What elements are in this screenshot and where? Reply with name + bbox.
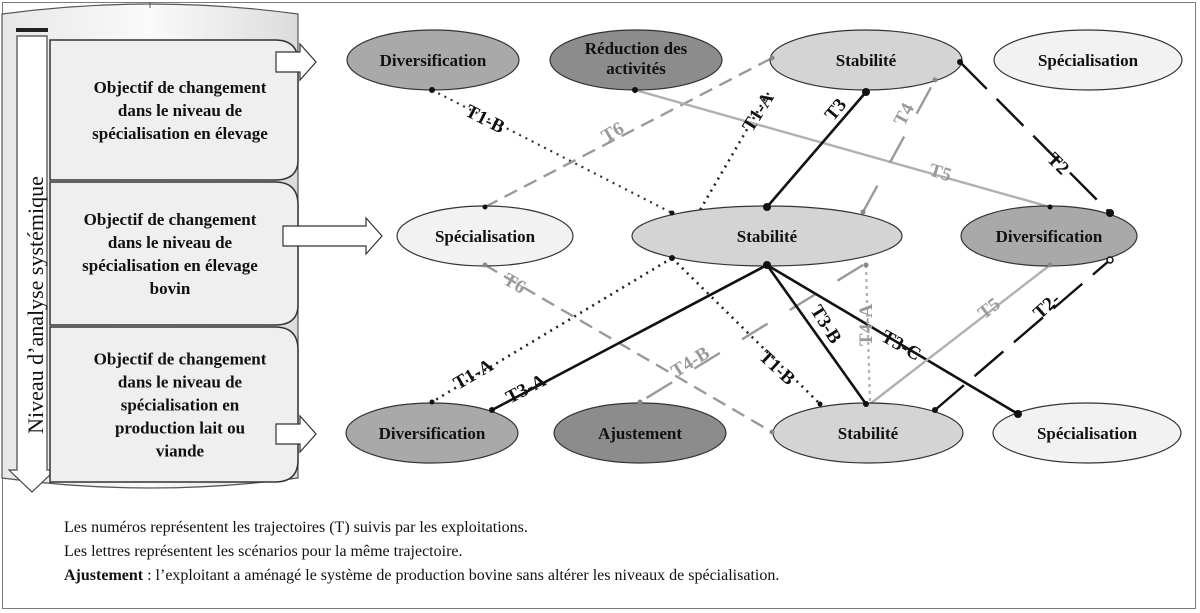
level-arrow-production xyxy=(275,414,317,454)
legend-line-trajectories: Les numéros représentent les trajectoire… xyxy=(64,519,528,536)
svg-text:Spécialisation: Spécialisation xyxy=(1037,424,1138,443)
text-line: Stabilité xyxy=(737,227,798,246)
node-r2-specialisation: Spécialisation xyxy=(396,205,574,267)
level-arrow-bovin xyxy=(282,216,383,256)
text-line: viande xyxy=(156,442,205,461)
t2-bottom-line xyxy=(934,259,1111,411)
legend-ajustement-definition: : l’exploitant a aménagé le système de p… xyxy=(143,567,780,584)
node-r1-diversification: Diversification xyxy=(346,29,520,91)
text-line: spécialisation en xyxy=(121,396,240,415)
level-text-elevage: Objectif de changement dans le niveau de s… xyxy=(92,78,268,143)
text-line: dans le niveau de xyxy=(118,101,243,120)
level-box-elevage xyxy=(49,39,299,181)
svg-text:Stabilité: Stabilité xyxy=(737,227,798,246)
t4b-bottom-line xyxy=(639,263,864,404)
t1b-bottom-line xyxy=(671,257,821,405)
svg-text:Ajustement: Ajustement xyxy=(598,424,682,443)
t4-top-line xyxy=(861,79,937,213)
label-t3-top: T3 xyxy=(821,95,851,125)
systemic-axis-arrow xyxy=(7,28,57,493)
text-line: production lait ou xyxy=(115,419,245,438)
t6-top-line xyxy=(484,56,773,209)
label-t4a-bottom: T4-A xyxy=(856,304,877,347)
text-line: Spécialisation xyxy=(1037,424,1138,443)
label-t5-top: T5 xyxy=(927,160,954,187)
t3-top-line xyxy=(766,91,867,208)
axis-label: Niveau d’analyse systémique xyxy=(23,176,48,434)
node-r2-stabilite: Stabilité xyxy=(631,205,903,267)
label-t6-bottom: T6 xyxy=(500,269,530,298)
text-line: Objectif de changement xyxy=(94,350,267,369)
node-r3-stabilite: Stabilité xyxy=(772,402,964,464)
text-line: Stabilité xyxy=(838,424,899,443)
label-t4-top: T4 xyxy=(890,99,919,129)
level-text-production: Objectif de changement dans le niveau de s… xyxy=(94,350,267,461)
label-t1b-bottom: T1-B xyxy=(755,346,800,390)
legend-ajustement-term: Ajustement xyxy=(64,567,144,584)
text-line: Réduction des xyxy=(585,39,688,58)
text-line: spécialisation en élevage xyxy=(92,124,268,143)
text-line: Spécialisation xyxy=(435,227,536,246)
label-t3a-bottom: T3-A xyxy=(502,370,549,408)
t2-top-line xyxy=(959,61,1111,214)
label-t3c-bottom: T3-C xyxy=(878,326,925,365)
label-t1b-top: T1-B xyxy=(462,101,509,139)
node-r3-diversification: Diversification xyxy=(345,402,519,464)
text-line: Diversification xyxy=(996,227,1103,246)
t1a-top-line xyxy=(670,89,772,259)
t5-bottom-line xyxy=(869,264,1051,405)
label-t6-top: T6 xyxy=(598,118,628,147)
node-r3-specialisation: Spécialisation xyxy=(992,402,1182,464)
legend-line-scenarios: Les lettres représentent les scénarios p… xyxy=(64,543,463,560)
text-line: Stabilité xyxy=(836,51,897,70)
t5-top-line xyxy=(634,88,1051,209)
svg-text:Spécialisation: Spécialisation xyxy=(435,227,536,246)
level-text-bovin: Objectif de changement dans le niveau de s… xyxy=(82,210,258,298)
t3c-bottom-line xyxy=(766,263,1019,416)
label-t1a-bottom: T1-A xyxy=(450,355,497,394)
text-line: Diversification xyxy=(379,424,486,443)
level-box-bovin xyxy=(49,181,299,326)
svg-text:Stabilité: Stabilité xyxy=(838,424,899,443)
node-r1-specialisation: Spécialisation xyxy=(993,29,1183,91)
text-line: dans le niveau de xyxy=(108,233,233,252)
label-t2-top: T2 xyxy=(1042,149,1073,180)
text-line: activités xyxy=(606,59,666,78)
t3b-bottom-line xyxy=(765,264,868,405)
svg-text:Spécialisation: Spécialisation xyxy=(1038,51,1139,70)
svg-text:Diversification: Diversification xyxy=(380,51,487,70)
label-t4b-bottom: T4-B xyxy=(668,342,714,382)
t6-bottom-line xyxy=(484,263,773,434)
label-t2-bottom: T2- xyxy=(1029,289,1064,324)
anchor-dots xyxy=(429,55,1114,435)
text-line: Ajustement xyxy=(598,424,682,443)
text-line: Spécialisation xyxy=(1038,51,1139,70)
t3a-bottom-line xyxy=(491,263,768,412)
t4a-bottom-line xyxy=(864,264,872,405)
node-r3-ajustement: Ajustement xyxy=(553,402,727,464)
level-box-production xyxy=(49,326,299,483)
trajectory-lines xyxy=(431,56,1111,434)
legend-line-ajustement: Ajustement : l’exploitant a aménagé le s… xyxy=(64,564,779,588)
text-line: Objectif de changement xyxy=(84,210,257,229)
text-line: spécialisation en élevage xyxy=(82,256,258,275)
svg-text:Diversification: Diversification xyxy=(379,424,486,443)
text-line: dans le niveau de xyxy=(118,373,243,392)
svg-text:Stabilité: Stabilité xyxy=(836,51,897,70)
level-arrow-elevage xyxy=(275,42,317,82)
text-line: Diversification xyxy=(380,51,487,70)
text-line: bovin xyxy=(150,279,191,298)
legend: Les numéros représentent les trajectoire… xyxy=(64,516,779,588)
t1b-top-line xyxy=(431,89,673,214)
svg-text:Diversification: Diversification xyxy=(996,227,1103,246)
text-line: Objectif de changement xyxy=(94,78,267,97)
